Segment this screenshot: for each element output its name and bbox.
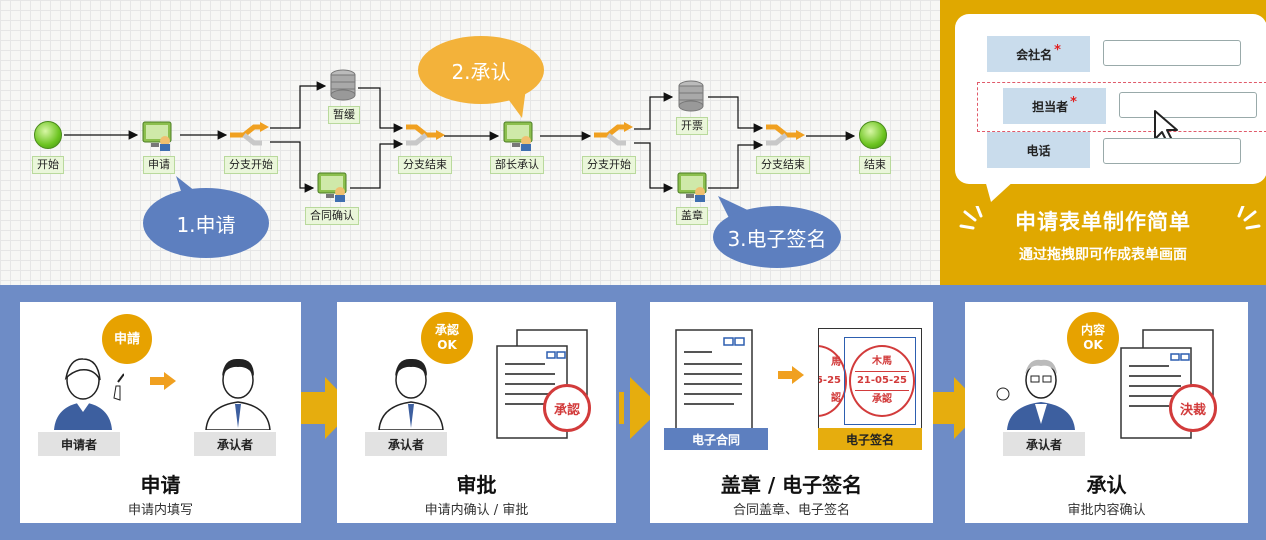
- sparkle-lines-icon: [959, 206, 1261, 230]
- role-label: 申请者: [38, 432, 120, 456]
- step-title: 申请: [140, 473, 181, 497]
- phone-input[interactable]: [1103, 138, 1241, 164]
- required-mark: *: [1070, 94, 1077, 110]
- node-label-seal: 盖章: [676, 207, 708, 225]
- node-label-end: 结束: [859, 156, 891, 174]
- form-preview-card: 会社名* 担当者* 电话: [955, 14, 1266, 184]
- form-panel-title: 申请表单制作简单: [1015, 210, 1191, 234]
- merge-gateway-icon[interactable]: [764, 122, 806, 148]
- tag-e-contract: 电子合同: [664, 428, 768, 450]
- node-label-split1: 分支开始: [224, 156, 278, 174]
- merge-gateway-icon[interactable]: [404, 122, 446, 148]
- required-mark: *: [1054, 42, 1061, 58]
- form-card-tail: [985, 180, 1015, 202]
- node-label-contract-confirm: 合同确认: [305, 207, 359, 225]
- small-arrow-icon: [778, 366, 804, 384]
- node-label-hold: 暂缓: [328, 106, 360, 124]
- database-icon[interactable]: [677, 80, 705, 112]
- person-manager-icon: [996, 359, 1075, 430]
- tag-e-signature: 电子签名: [818, 428, 922, 450]
- callout-step3: 3.电子签名: [713, 206, 841, 268]
- step-panel-sign: 馬 5-25 認 木馬 21-05-25 承認 电子合同 电子签名 盖章 / 电…: [650, 302, 933, 523]
- task-computer-icon[interactable]: [502, 121, 536, 151]
- node-label-split2: 分支开始: [582, 156, 636, 174]
- dragging-field-outline: [977, 82, 1266, 132]
- step-subtitle: 申请内确认 / 审批: [424, 503, 529, 518]
- person-input[interactable]: [1119, 92, 1257, 118]
- step-title: 盖章 / 电子签名: [720, 473, 863, 497]
- step-subtitle: 审批内容确认: [1067, 503, 1146, 518]
- contract-document-icon: [675, 329, 753, 431]
- split-gateway-icon[interactable]: [228, 122, 270, 148]
- node-label-merge1: 分支结束: [398, 156, 452, 174]
- field-label-person: 担当者*: [1003, 88, 1106, 124]
- role-label: 承认者: [1003, 432, 1085, 456]
- step-title: 承认: [1086, 473, 1127, 497]
- start-event-icon[interactable]: [34, 121, 62, 149]
- step-title: 审批: [456, 473, 497, 497]
- field-label-company: 会社名*: [987, 36, 1090, 72]
- task-computer-icon[interactable]: [316, 172, 350, 202]
- workflow-connectors: [64, 81, 856, 193]
- callout-step1: 1.申请: [143, 188, 269, 258]
- end-event-icon[interactable]: [859, 121, 887, 149]
- partial-seal: 馬 5-25 認: [819, 345, 847, 417]
- task-computer-icon[interactable]: [141, 121, 175, 151]
- field-label-phone: 电话: [987, 132, 1090, 168]
- badge-apply: 申請: [102, 314, 152, 364]
- database-icon[interactable]: [329, 69, 357, 101]
- small-arrow-icon: [150, 372, 176, 390]
- workflow-canvas: 开始 申请 分支开始 暂缓 合同确认 分支结束 部长承认 分支开始 开票 盖章: [0, 0, 940, 285]
- signature-frame: [844, 337, 916, 425]
- split-gateway-icon[interactable]: [592, 122, 634, 148]
- company-input[interactable]: [1103, 40, 1241, 66]
- approval-stamp: 承認: [543, 384, 591, 432]
- step-subtitle: 申请内填写: [127, 503, 193, 518]
- callout-step2: 2.承认: [418, 36, 544, 104]
- form-panel-subtitle: 通过拖拽即可作成表单画面: [1019, 247, 1187, 263]
- person-applicant-icon: [54, 358, 124, 430]
- node-label-invoice: 开票: [676, 117, 708, 135]
- node-label-merge2: 分支结束: [756, 156, 810, 174]
- task-computer-icon[interactable]: [676, 172, 710, 202]
- decision-stamp: 決裁: [1169, 384, 1217, 432]
- signed-document: 馬 5-25 認 木馬 21-05-25 承認: [818, 328, 922, 432]
- date-seal: 木馬 21-05-25 承認: [849, 345, 915, 417]
- node-label-dept-approve: 部长承认: [490, 156, 544, 174]
- node-label-apply: 申请: [143, 156, 175, 174]
- person-approver-icon: [205, 358, 271, 430]
- node-label-start: 开始: [32, 156, 64, 174]
- step-subtitle: 合同盖章、电子签名: [732, 503, 850, 518]
- person-approver-icon: [378, 358, 444, 430]
- step-panel-apply: 申請 申请者 承认者 申请 申请内填写: [20, 302, 301, 523]
- role-label: 承认者: [365, 432, 447, 456]
- role-label: 承认者: [194, 432, 276, 456]
